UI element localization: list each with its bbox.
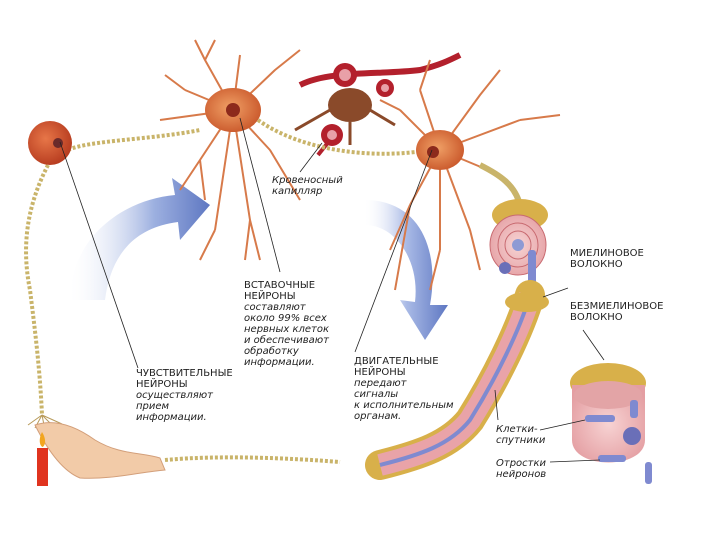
capillary-line2: капилляр [272, 186, 343, 197]
sensory-text1: осуществляют [136, 390, 233, 401]
label-sensory: ЧУВСТВИТЕЛЬНЫЕ НЕЙРОНЫ осуществляют прие… [136, 368, 233, 423]
label-neuron-processes: Отростки нейронов [496, 458, 546, 480]
motor-title1: ДВИГАТЕЛЬНЫЕ [354, 356, 454, 367]
motor-title2: НЕЙРОНЫ [354, 367, 454, 378]
motor-axon-lower [165, 457, 340, 462]
label-capillary: Кровеносный капилляр [272, 175, 343, 197]
sensory-text3: информации. [136, 412, 233, 423]
processes-line2: нейронов [496, 469, 546, 480]
myelinated-line1: МИЕЛИНОВОЕ [570, 248, 644, 259]
interneurons-text6: информации. [244, 357, 329, 368]
unmyelinated-fiber [570, 363, 652, 484]
interneuron-axon [258, 120, 430, 154]
unmyelinated-line2: ВОЛОКНО [570, 312, 663, 323]
satellite-line1: Клетки- [496, 424, 545, 435]
signal-arrow-left [70, 178, 210, 300]
candle [37, 448, 48, 486]
interneurons-text5: обработку [244, 346, 329, 357]
interneurons-text3: нервных клеток [244, 324, 329, 335]
label-motor: ДВИГАТЕЛЬНЫЕ НЕЙРОНЫ передают сигналы к … [354, 356, 454, 422]
unmyelinated-line1: БЕЗМИЕЛИНОВОЕ [570, 301, 663, 312]
label-myelinated: МИЕЛИНОВОЕ ВОЛОКНО [570, 248, 644, 270]
interneurons-text1: составляют [244, 302, 329, 313]
motor-text2: сигналы [354, 389, 454, 400]
myelinated-fiber [480, 165, 548, 290]
myelinated-line2: ВОЛОКНО [570, 259, 644, 270]
capillary-line1: Кровеносный [272, 175, 343, 186]
sensory-title1: ЧУВСТВИТЕЛЬНЫЕ [136, 368, 233, 379]
label-satellite-cells: Клетки- спутники [496, 424, 545, 446]
interneurons-title1: ВСТАВОЧНЫЕ [244, 280, 329, 291]
label-unmyelinated: БЕЗМИЕЛИНОВОЕ ВОЛОКНО [570, 301, 663, 323]
sensory-title2: НЕЙРОНЫ [136, 379, 233, 390]
interneurons-title2: НЕЙРОНЫ [244, 291, 329, 302]
arm [35, 423, 165, 479]
motor-text3: к исполнительным [354, 400, 454, 411]
interneurons-text2: около 99% всех [244, 313, 329, 324]
label-interneurons: ВСТАВОЧНЫЕ НЕЙРОНЫ составляют около 99% … [244, 280, 329, 368]
motor-text4: органам. [354, 411, 454, 422]
interneurons-text4: и обеспечивают [244, 335, 329, 346]
sensory-text2: прием [136, 401, 233, 412]
motor-text1: передают [354, 378, 454, 389]
satellite-line2: спутники [496, 435, 545, 446]
processes-line1: Отростки [496, 458, 546, 469]
